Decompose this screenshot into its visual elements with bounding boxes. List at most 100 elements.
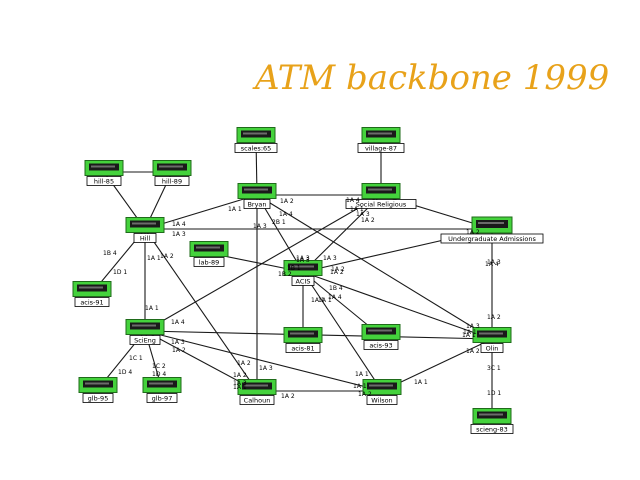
port-label: 1A 1 xyxy=(463,329,477,336)
port-label: 1A 2 xyxy=(233,372,247,379)
page-title: ATM backbone 1999 xyxy=(255,58,610,98)
port-label: 3C 1 xyxy=(487,365,501,372)
port-label: 1A 2 xyxy=(160,253,174,260)
port-label: 1A 3 xyxy=(466,323,480,330)
node-acis81[interactable]: acis-81 xyxy=(283,327,323,353)
port-label: 1A 2 xyxy=(280,198,294,205)
node-label: Bryan xyxy=(247,201,266,209)
port-label: 1A 3 xyxy=(296,257,310,264)
node-label: ACIS xyxy=(296,278,311,286)
port-label: 1A 2 xyxy=(361,217,375,224)
port-label: 1B 4 xyxy=(329,285,343,292)
port-label: 2B 1 xyxy=(272,219,286,226)
node-label: scieng-83 xyxy=(476,426,508,434)
node-glb97[interactable]: glb-97 xyxy=(142,377,182,403)
port-label: 1A 1 xyxy=(353,383,367,390)
node-acis91[interactable]: acis-91 xyxy=(72,281,112,307)
port-label: 1D 1 xyxy=(487,390,501,397)
port-label: 1B 2 xyxy=(278,271,292,278)
port-label: 1A 4 xyxy=(485,261,499,268)
port-label: 1C 2 xyxy=(152,363,166,370)
port-label: 1B 1 xyxy=(287,265,301,272)
node-acis[interactable]: ACIS xyxy=(283,260,323,286)
port-label: 1A 3 xyxy=(356,211,370,218)
link-acis-wilson xyxy=(302,271,383,392)
node-calhoun[interactable]: Calhoun xyxy=(237,379,277,405)
node-label: acis-91 xyxy=(80,299,103,307)
port-label: 1A 2 xyxy=(466,348,480,355)
node-wilson[interactable]: Wilson xyxy=(362,379,402,405)
node-label: glb-97 xyxy=(152,395,173,403)
node-label: hill-85 xyxy=(94,178,114,186)
port-label: 1D 4 xyxy=(152,371,166,378)
port-label: 1A 1 xyxy=(318,297,332,304)
node-label: Social Religious xyxy=(356,201,407,209)
node-ugad[interactable]: Undergraduate Admissions xyxy=(440,216,544,244)
port-label: 1A 2 xyxy=(466,229,480,236)
port-label: 1A 3 xyxy=(253,223,267,230)
port-label: 1D 1 xyxy=(113,269,127,276)
node-lab89[interactable]: lab-89 xyxy=(189,241,229,267)
port-label: 1A 1 xyxy=(147,255,161,262)
port-label: 1A 1 xyxy=(350,206,364,213)
node-label: Wilson xyxy=(371,397,392,405)
link-scieng-wilson xyxy=(144,330,383,392)
node-label: scales:65 xyxy=(241,145,272,153)
node-hill89[interactable]: hill-89 xyxy=(152,160,192,186)
port-label: 1A 2 xyxy=(172,347,186,354)
port-label: 1A 2 xyxy=(358,391,372,398)
port-label: 1A 3 xyxy=(171,339,185,346)
node-glb95[interactable]: glb-95 xyxy=(78,377,118,403)
node-label: Olin xyxy=(486,345,499,353)
link-bryan-olin xyxy=(256,194,493,340)
port-label: 1A 4 xyxy=(171,319,185,326)
node-scales[interactable]: scales:65 xyxy=(234,127,278,153)
port-label: 1A 1 xyxy=(311,297,325,304)
node-label: Hill xyxy=(140,235,150,243)
node-bryan[interactable]: Bryan xyxy=(237,183,277,209)
node-label: SciEng xyxy=(134,337,156,345)
node-olin[interactable]: Olin xyxy=(472,327,512,353)
link-socrel-scieng xyxy=(144,194,382,332)
port-labels: 1A 21A 12B 11A 31A 41A 41A 11A 21A 31A 2… xyxy=(103,197,501,400)
port-label: 1A 4 xyxy=(346,197,360,204)
port-label: 1A 4 xyxy=(328,294,342,301)
port-label: 1A 2 xyxy=(281,393,295,400)
node-label: Calhoun xyxy=(244,397,271,405)
node-hill85[interactable]: hill-85 xyxy=(84,160,124,186)
node-socrel[interactable]: Social Religious xyxy=(345,183,417,209)
port-label: 1D 4 xyxy=(118,369,132,376)
node-village[interactable]: village-87 xyxy=(357,127,405,153)
port-label: 1A 1 xyxy=(462,332,476,339)
port-label: 1A 2 xyxy=(487,314,501,321)
port-label: 1A 3 xyxy=(233,380,247,387)
port-label: 1A 2 xyxy=(331,266,345,273)
port-label: 1C 1 xyxy=(129,355,143,362)
port-label: 1A 1 xyxy=(145,305,159,312)
port-label: 1A 2 xyxy=(237,360,251,367)
node-scieng83[interactable]: scieng-83 xyxy=(470,408,514,434)
port-label: 1A 3 xyxy=(487,259,501,266)
port-label: 1A 3 xyxy=(259,365,273,372)
node-label: acis-81 xyxy=(291,345,314,353)
node-scieng[interactable]: SciEng xyxy=(125,319,165,345)
port-label: 1A 3 xyxy=(323,255,337,262)
node-label: acis-93 xyxy=(369,342,392,350)
port-label: 1A 3 xyxy=(296,255,310,262)
node-label: village-87 xyxy=(365,145,397,153)
node-label: Undergraduate Admissions xyxy=(448,235,536,243)
link-hill-calhoun xyxy=(144,228,258,392)
port-label: 1A 3 xyxy=(172,231,186,238)
port-label: 1B 4 xyxy=(103,250,117,257)
port-label: 1A 1 xyxy=(233,384,247,391)
port-label: 1A 2 xyxy=(330,269,344,276)
node-label: lab-89 xyxy=(199,259,220,267)
node-hill[interactable]: Hill xyxy=(125,217,165,243)
port-label: 1A 1 xyxy=(414,379,428,386)
node-label: glb-95 xyxy=(88,395,109,403)
port-label: 1A 4 xyxy=(172,221,186,228)
node-acis93[interactable]: acis-93 xyxy=(361,324,401,350)
link-acis-olin xyxy=(302,271,493,340)
